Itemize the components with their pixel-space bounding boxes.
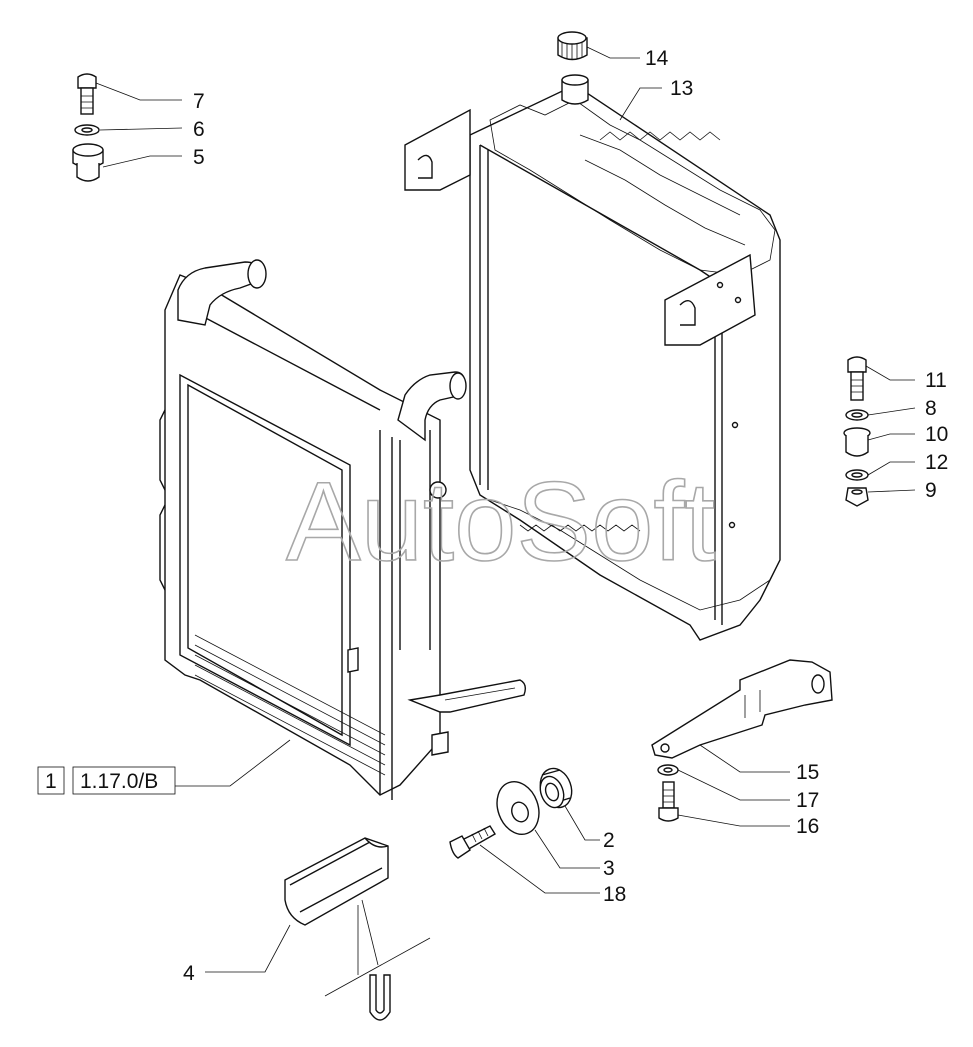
callout-18: 18 bbox=[603, 883, 626, 906]
callout-16: 16 bbox=[796, 815, 819, 838]
washer-part-8 bbox=[845, 409, 869, 421]
callout-3: 3 bbox=[603, 857, 615, 880]
reference-code: 1.17.0/B bbox=[80, 770, 158, 793]
callout-14: 14 bbox=[645, 47, 669, 70]
bolt-part-7 bbox=[77, 73, 97, 115]
reference-index: 1 bbox=[45, 770, 57, 793]
washer-part-17 bbox=[657, 764, 679, 776]
bushing-part-2 bbox=[539, 767, 573, 809]
callout-15: 15 bbox=[796, 761, 819, 784]
callout-13: 13 bbox=[670, 77, 693, 100]
u-profile-part-4 bbox=[284, 837, 391, 1021]
reference-box: 1 1.17.0/B bbox=[37, 766, 176, 795]
callout-8: 8 bbox=[925, 397, 937, 420]
callout-17: 17 bbox=[796, 789, 819, 812]
callout-labels: 7 6 5 14 13 11 8 10 12 9 15 17 16 2 3 18… bbox=[183, 47, 948, 985]
bolt-part-11 bbox=[847, 356, 867, 401]
callout-4: 4 bbox=[183, 962, 195, 985]
bolt-part-16 bbox=[658, 781, 679, 822]
bushing-part-10 bbox=[843, 427, 871, 457]
callout-11: 11 bbox=[925, 369, 947, 392]
washer-part-3 bbox=[496, 781, 540, 835]
callout-10: 10 bbox=[925, 423, 948, 446]
bracket-part-15 bbox=[651, 659, 833, 759]
watermark: AutoSoft bbox=[286, 459, 716, 584]
callout-9: 9 bbox=[925, 479, 937, 502]
intercooler-assembly bbox=[159, 259, 527, 800]
washer-part-6 bbox=[74, 124, 100, 136]
filler-cap-part-14 bbox=[557, 31, 588, 61]
leader-lines bbox=[95, 46, 916, 997]
callout-7: 7 bbox=[193, 90, 205, 113]
bushing-part-5 bbox=[72, 143, 104, 182]
washer-part-12 bbox=[845, 469, 869, 481]
callout-2: 2 bbox=[603, 829, 615, 852]
radiator-part-13 bbox=[404, 74, 781, 641]
callout-12: 12 bbox=[925, 451, 948, 474]
callout-6: 6 bbox=[193, 118, 205, 141]
nut-part-9 bbox=[845, 487, 869, 507]
bolt-part-18 bbox=[449, 825, 496, 859]
callout-5: 5 bbox=[193, 146, 205, 169]
